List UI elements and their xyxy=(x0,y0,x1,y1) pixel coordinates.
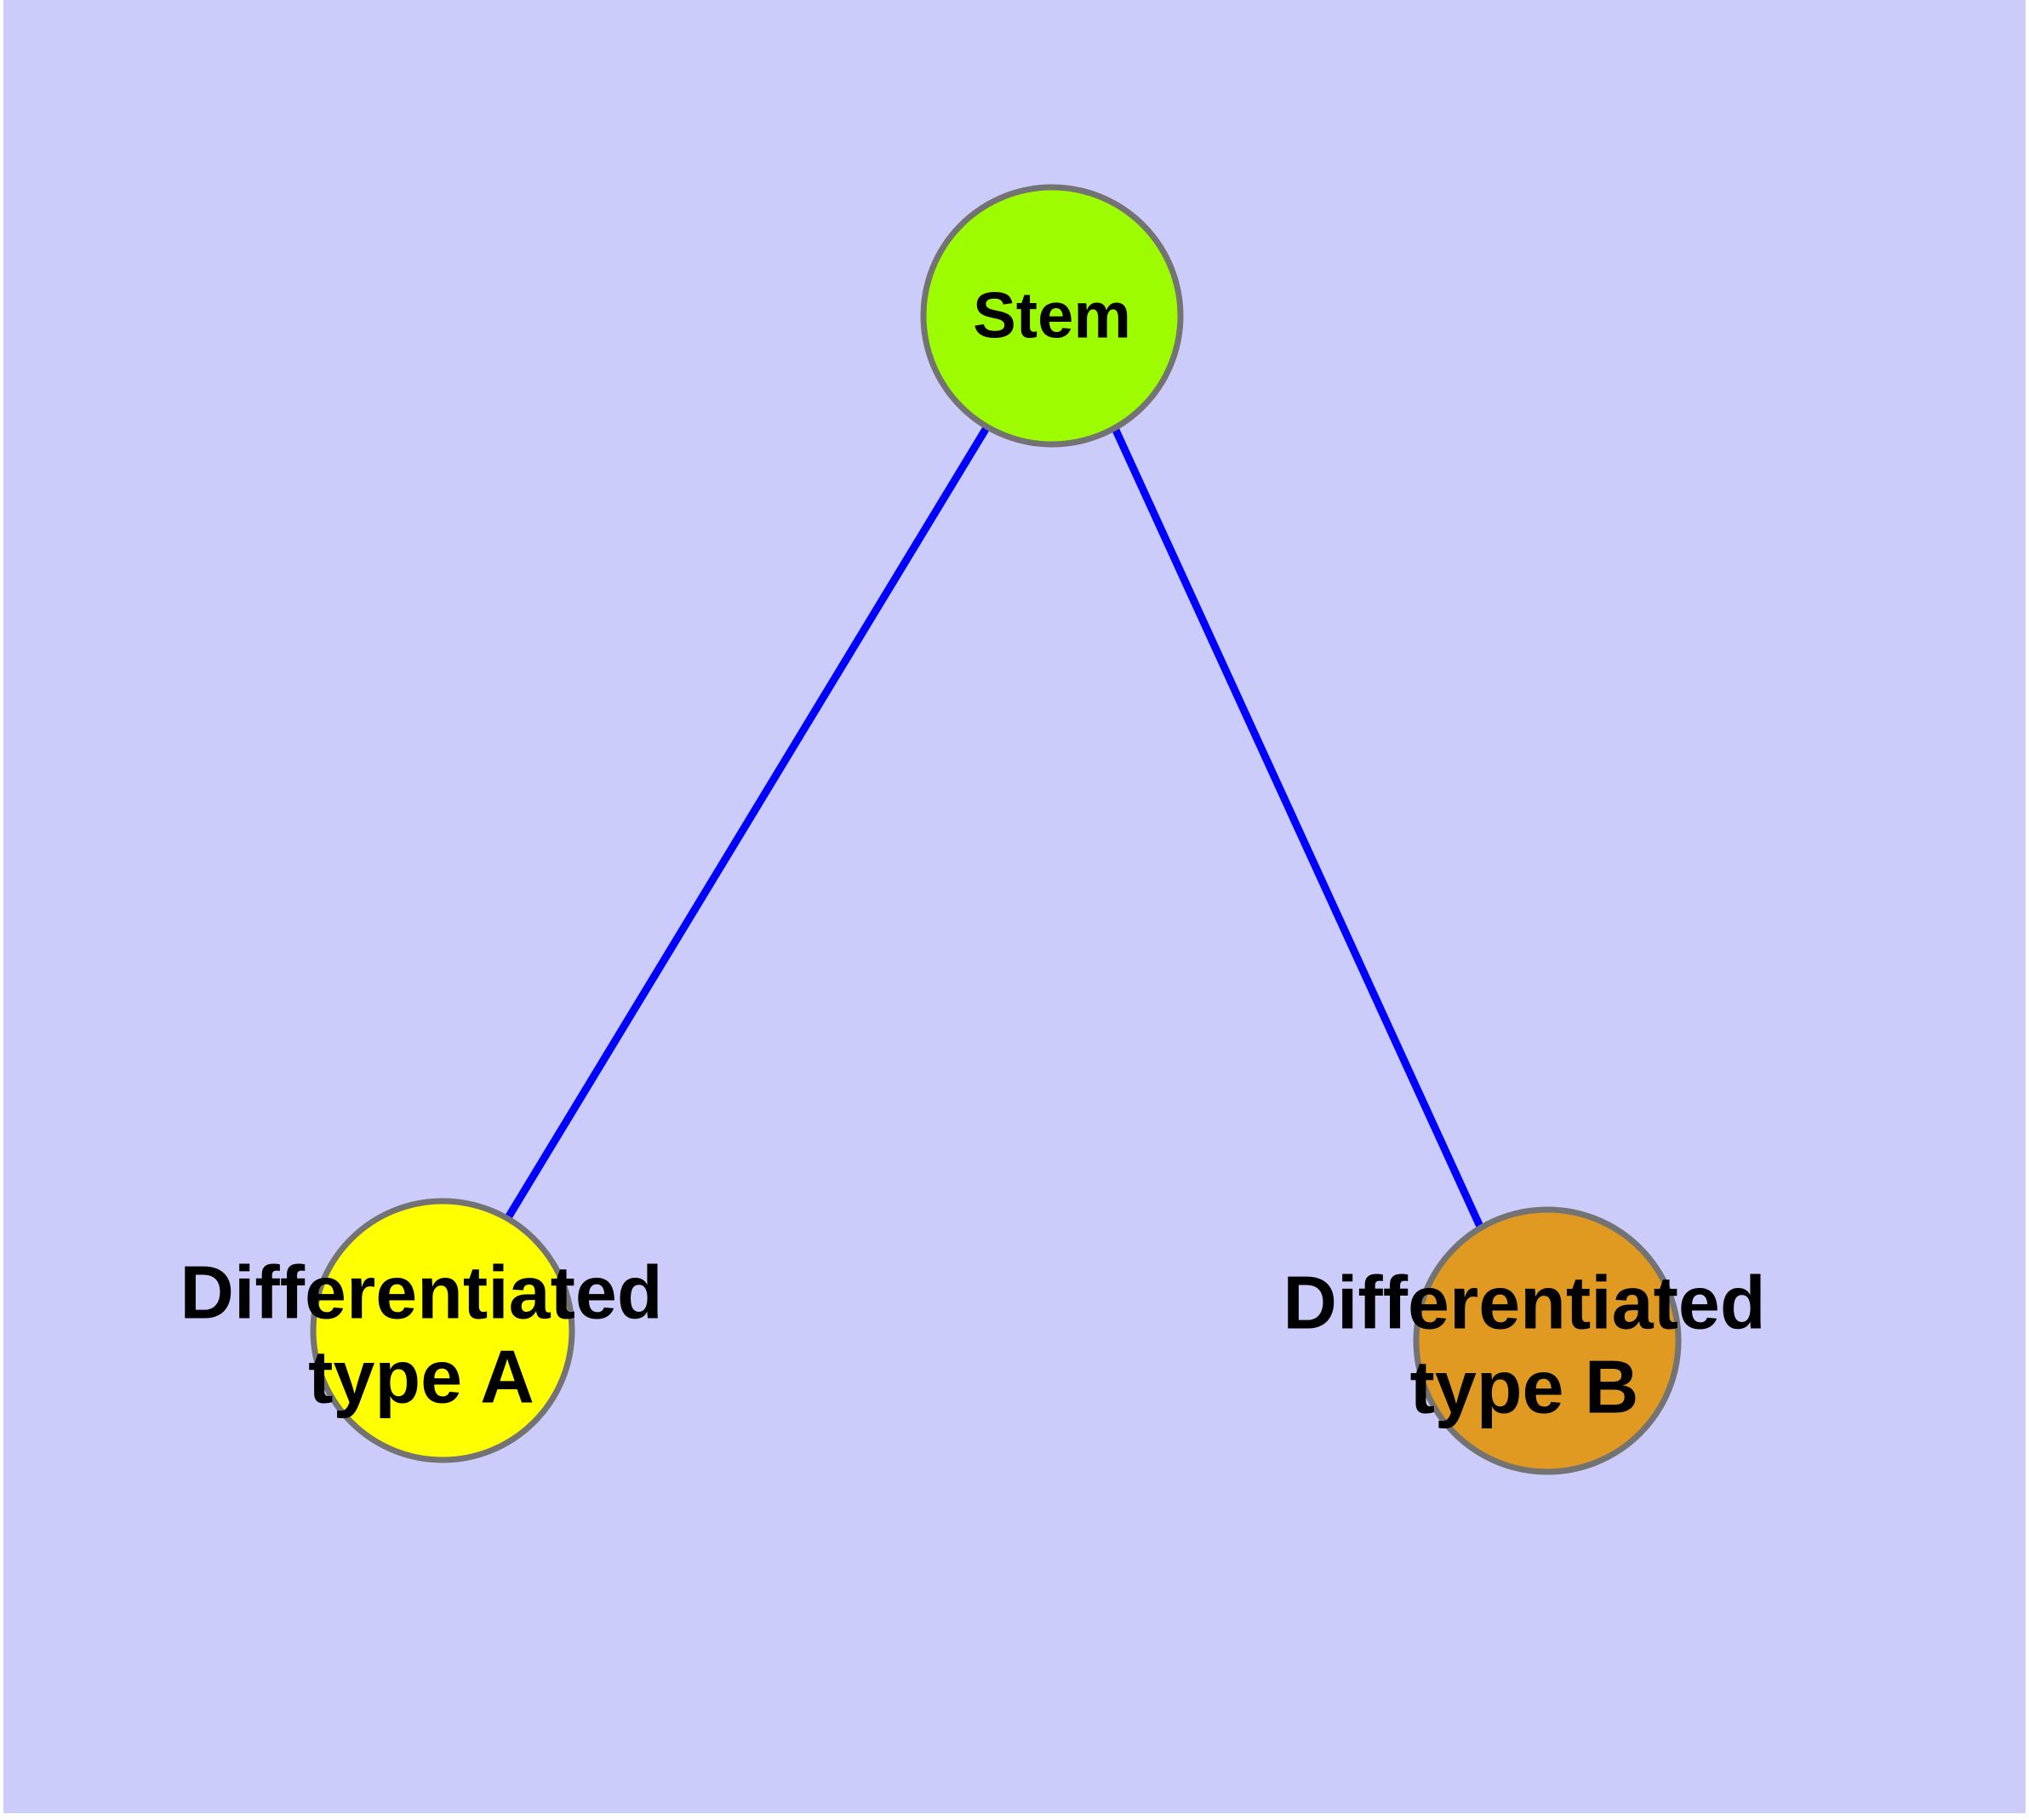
node-differentiated-type-b[interactable] xyxy=(1413,1206,1682,1475)
edge-stem-to-type-a[interactable] xyxy=(504,424,991,1222)
node-layer xyxy=(310,184,1682,1475)
edge-layer xyxy=(504,424,1485,1230)
node-stem[interactable] xyxy=(920,184,1184,448)
edge-stem-to-type-b[interactable] xyxy=(1111,426,1485,1230)
node-differentiated-type-a[interactable] xyxy=(310,1198,575,1463)
